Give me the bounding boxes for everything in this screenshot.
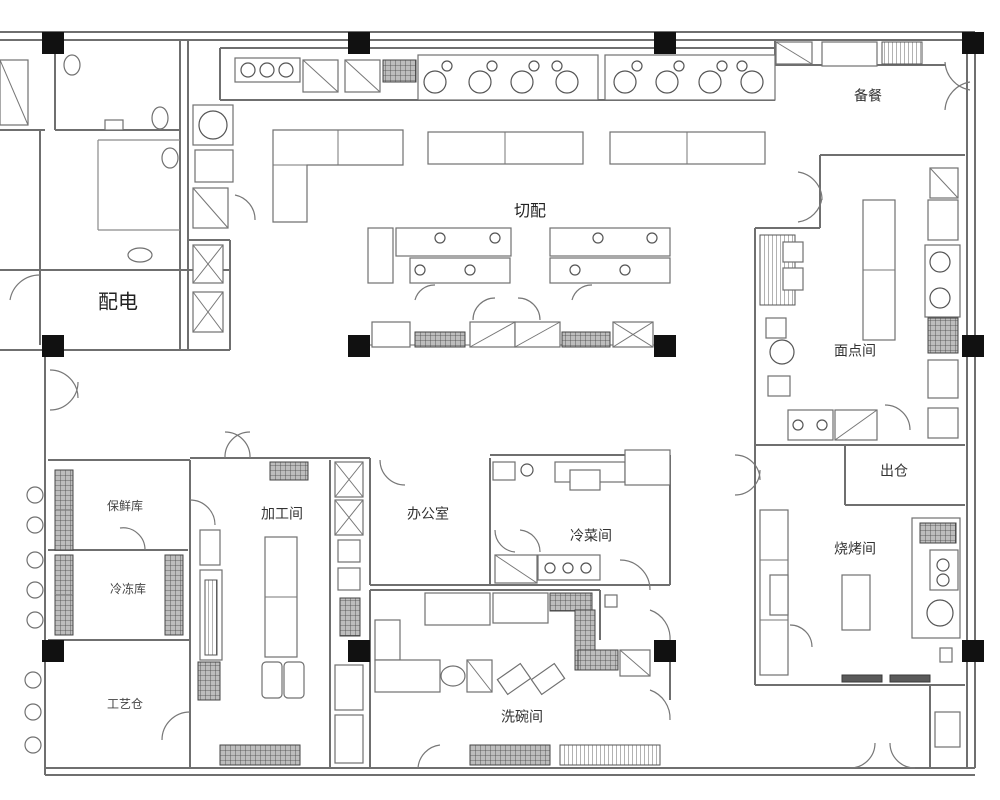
restroom-fixtures [0, 54, 180, 263]
label-lengcaijian: 冷菜间 [570, 528, 612, 544]
label-beican: 备餐 [854, 88, 882, 104]
label-chucang: 出仓 [880, 463, 908, 479]
cold-dish-dishwash-fixtures [374, 449, 671, 766]
label-shaokaojian: 烧烤间 [834, 541, 876, 557]
label-miandianjian: 面点间 [834, 343, 876, 359]
pastry-room-fixtures [759, 167, 961, 441]
label-xiwanjian: 洗碗间 [501, 709, 543, 725]
room-labels: 备餐 切配 配电 面点间 出仓 烧烤间 保鲜库 冷冻库 加工间 办公室 冷菜间 … [98, 88, 908, 725]
structural-columns [42, 32, 984, 662]
walls [0, 31, 976, 776]
label-baoxianku: 保鲜库 [107, 498, 143, 513]
label-qiepei: 切配 [514, 202, 546, 220]
prep-area-fixtures [272, 129, 766, 348]
label-peidian: 配电 [98, 290, 138, 313]
processing-room-fixtures [197, 461, 364, 766]
label-jiagongjian: 加工间 [261, 506, 303, 522]
label-bangongshi: 办公室 [407, 506, 449, 522]
bbq-room-fixtures [759, 509, 961, 748]
label-lengdongku: 冷冻库 [110, 581, 146, 596]
label-gongyicang: 工艺仓 [107, 697, 143, 711]
doors [9, 61, 971, 769]
left-equipment-column [192, 104, 234, 333]
storage-fixtures [24, 469, 184, 754]
top-equipment-row [234, 41, 923, 101]
